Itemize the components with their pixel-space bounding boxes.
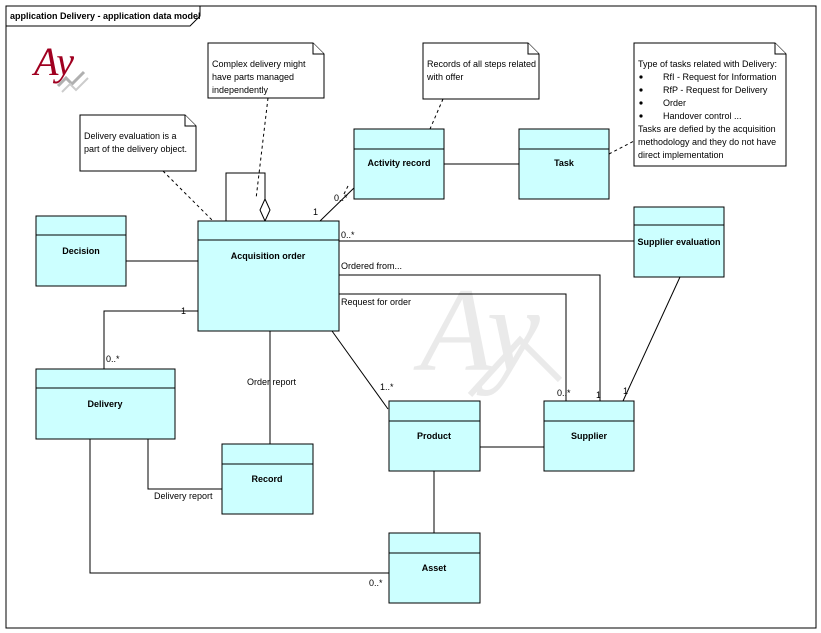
- order-product-association: [331, 330, 389, 410]
- class-asset[interactable]: Asset: [388, 532, 481, 604]
- note-line: Type of tasks related with Delivery:: [638, 59, 777, 69]
- delivery-asset-association: [89, 439, 389, 574]
- class-product[interactable]: Product: [388, 400, 481, 472]
- check-mark-icon: [56, 70, 86, 88]
- note-records[interactable]: Records of all steps related with offer: [422, 42, 540, 100]
- class-name: Delivery: [87, 399, 122, 409]
- multiplicity-label: 0..*: [341, 230, 355, 240]
- note-tasks-anchor: [608, 140, 635, 155]
- order-delivery-association: [103, 310, 198, 369]
- multiplicity-label: 1: [313, 207, 318, 217]
- bullet-icon: [639, 114, 643, 118]
- note-line: have parts managed: [212, 72, 294, 82]
- activity-anchor-dash: [343, 185, 349, 195]
- note-complex-delivery[interactable]: Complex delivery might have parts manage…: [207, 42, 325, 99]
- class-decision[interactable]: Decision: [35, 215, 127, 287]
- note-line: independently: [212, 85, 269, 95]
- note-line: Complex delivery might: [212, 59, 306, 69]
- multiplicity-label: 0..*: [369, 578, 383, 588]
- check-mark-icon: [61, 77, 89, 93]
- class-supplier[interactable]: Supplier: [543, 400, 635, 472]
- class-delivery[interactable]: Delivery: [35, 368, 176, 440]
- note-line: Tasks are defied by the acquisition: [638, 124, 776, 134]
- class-task[interactable]: Task: [518, 128, 610, 200]
- request-for-order-association: [339, 293, 567, 401]
- delivery-report-label: Delivery report: [154, 491, 213, 501]
- note-line: Records of all steps related: [427, 59, 536, 69]
- supplier-eval-supplier-association: [622, 276, 681, 402]
- delivery-record-association: [147, 439, 222, 490]
- note-line: Delivery evaluation is a: [84, 131, 177, 141]
- note-delivery-evaluation[interactable]: Delivery evaluation is a part of the del…: [79, 114, 197, 172]
- note-line: direct implementation: [638, 150, 724, 160]
- multiplicity-label: 1: [623, 386, 628, 396]
- class-name: Task: [554, 158, 575, 168]
- multiplicity-label: 1: [181, 306, 186, 316]
- brand-logo-text: Ay: [31, 39, 74, 84]
- bullet-icon: [639, 88, 643, 92]
- class-name: Supplier: [571, 431, 608, 441]
- note-bullet: RfI - Request for Information: [663, 72, 777, 82]
- class-name: Asset: [422, 563, 447, 573]
- class-record[interactable]: Record: [221, 443, 314, 515]
- diagram-title-tab: [5, 5, 201, 27]
- bullet-icon: [639, 101, 643, 105]
- brand-logo: Ay: [31, 39, 89, 93]
- self-aggregation-line: [225, 172, 266, 221]
- multiplicity-label: 0..*: [557, 388, 571, 398]
- multiplicity-label: 0..*: [334, 193, 348, 203]
- note-bullet: Handover control ...: [663, 111, 742, 121]
- bullet-icon: [639, 75, 643, 79]
- class-name: Record: [251, 474, 282, 484]
- class-name: Decision: [62, 246, 100, 256]
- class-activity-record[interactable]: Activity record: [353, 128, 445, 200]
- note-task-types[interactable]: Type of tasks related with Delivery: RfI…: [633, 42, 787, 167]
- note-line: with offer: [426, 72, 463, 82]
- class-name: Product: [417, 431, 451, 441]
- note-bullet: RfP - Request for Delivery: [663, 85, 768, 95]
- multiplicity-label: 0..*: [106, 354, 120, 364]
- note-line: methodology and they do not have: [638, 137, 776, 147]
- multiplicity-label: 1..*: [380, 382, 394, 392]
- multiplicity-label: 1: [596, 390, 601, 400]
- note-bullet: Order: [663, 98, 686, 108]
- class-name: Acquisition order: [231, 251, 306, 261]
- diagram-title: application Delivery - application data …: [10, 11, 201, 21]
- watermark-logo: Ay: [413, 263, 563, 398]
- class-name: Supplier evaluation: [637, 237, 720, 247]
- class-acquisition-order[interactable]: Acquisition order: [197, 220, 340, 332]
- order-report-label: Order report: [247, 377, 297, 387]
- ordered-from-association: [339, 274, 601, 401]
- order-activity-association: [319, 185, 357, 222]
- class-supplier-evaluation[interactable]: Supplier evaluation: [633, 206, 725, 278]
- note-line: part of the delivery object.: [84, 144, 187, 154]
- watermark-logo-text: Ay: [413, 263, 541, 396]
- request-for-order-label: Request for order: [341, 297, 411, 307]
- class-name: Activity record: [367, 158, 430, 168]
- ordered-from-label: Ordered from...: [341, 261, 402, 271]
- note-complex-anchor: [255, 97, 269, 200]
